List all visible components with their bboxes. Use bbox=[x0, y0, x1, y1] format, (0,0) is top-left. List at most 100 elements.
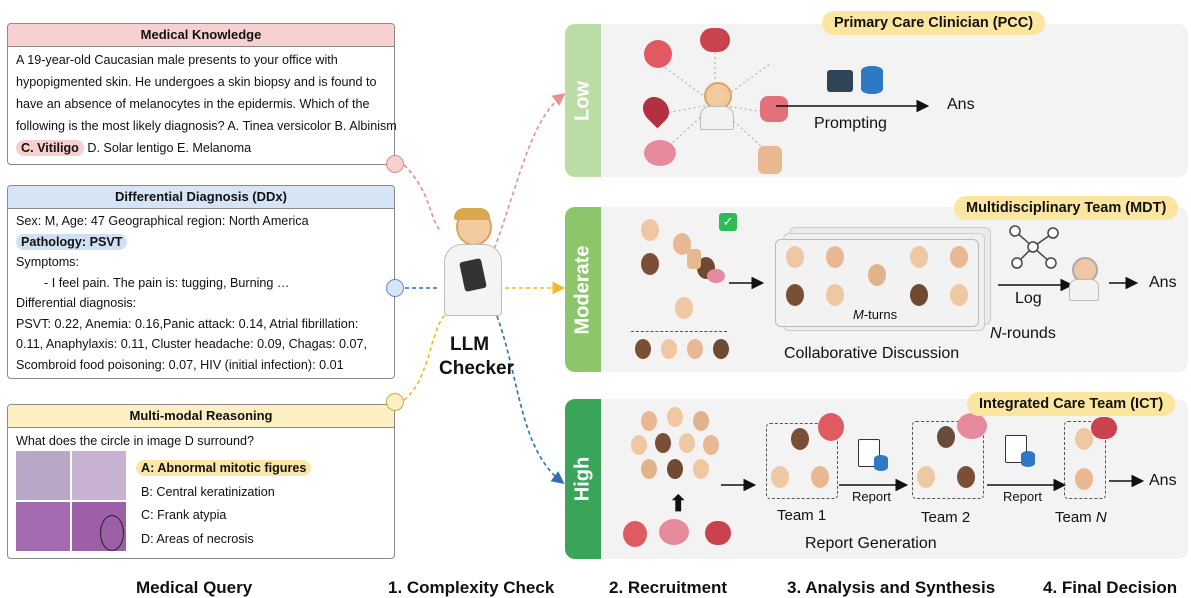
report-generation-label: Report Generation bbox=[805, 535, 937, 552]
team2-box bbox=[912, 421, 984, 499]
high-arrow-final bbox=[1109, 475, 1145, 487]
network-icon bbox=[1003, 221, 1063, 273]
llm-checker-label-1: LLM bbox=[450, 334, 490, 355]
report2-db-icon bbox=[1021, 451, 1035, 467]
high-arrow-1 bbox=[721, 479, 757, 491]
database-icon bbox=[861, 66, 883, 94]
high-tab: High bbox=[565, 399, 601, 559]
high-tab-label: High bbox=[571, 456, 594, 502]
knee-icon bbox=[758, 146, 782, 174]
ddx-symptoms-label: Symptoms: bbox=[16, 255, 79, 269]
check-icon: ✓ bbox=[719, 213, 737, 231]
mdt-doctor-icon bbox=[1069, 257, 1099, 301]
log-label: Log bbox=[1015, 290, 1042, 307]
moderate-ans: Ans bbox=[1149, 274, 1177, 291]
heart-icon bbox=[644, 40, 672, 68]
stage-recruitment: 2. Recruitment bbox=[609, 578, 728, 597]
red-curve-in bbox=[403, 164, 441, 231]
mm-option-b: B: Central keratinization bbox=[141, 484, 275, 499]
yellow-curve-in bbox=[403, 314, 446, 401]
low-panel: Low Prompting Ans bbox=[565, 24, 1188, 177]
monitor-icon bbox=[827, 70, 853, 92]
llm-checker-label-2: Checker bbox=[439, 358, 514, 379]
ddx-symptom: - I feel pain. The pain is: tugging, Bur… bbox=[44, 275, 290, 290]
brain-icon bbox=[644, 140, 676, 166]
team2-brain-icon bbox=[957, 413, 987, 439]
n-rounds-label: N-rounds bbox=[990, 325, 1056, 343]
n-rounds-var: N bbox=[990, 325, 1002, 342]
blue-curve-out bbox=[496, 315, 565, 484]
moderate-arrow-1 bbox=[729, 277, 765, 289]
red-curve-out bbox=[491, 93, 566, 256]
high-panel: High ⬆ Team 1 Report Team 2 bbox=[565, 399, 1188, 559]
answer-rest: D. Solar lentigo E. Melanoma bbox=[83, 141, 252, 155]
team1-label: Team 1 bbox=[777, 507, 827, 524]
report2-arrow bbox=[987, 479, 1067, 491]
teamn-box bbox=[1064, 421, 1106, 499]
recruited-team bbox=[639, 217, 729, 287]
team1-box bbox=[766, 423, 838, 499]
teamn-kidney-icon bbox=[1091, 417, 1117, 439]
team1-heart-icon bbox=[818, 413, 844, 441]
mm-correct-answer: A: Abnormal mitotic figures bbox=[136, 460, 312, 476]
teamn-label: Team N bbox=[1055, 509, 1107, 526]
high-kidney-icon bbox=[705, 521, 731, 545]
teamn-var: N bbox=[1095, 509, 1107, 526]
medical-knowledge-card: Medical Knowledge A 19-year-old Caucasia… bbox=[7, 23, 397, 165]
pcc-doctor-icon bbox=[700, 82, 734, 130]
high-ans: Ans bbox=[1149, 472, 1177, 489]
question-line-1: A 19-year-old Caucasian male presents to… bbox=[16, 53, 338, 67]
moderate-panel: Moderate ✓ M-turns bbox=[565, 207, 1188, 372]
pcc-hub bbox=[637, 28, 790, 174]
question-line-2: hypopigmented skin. He undergoes a skin … bbox=[16, 75, 377, 89]
mdt-badge: Multidisciplinary Team (MDT) bbox=[954, 196, 1179, 220]
n-rounds-rest: -rounds bbox=[1001, 325, 1056, 342]
prompting-arrow bbox=[776, 100, 930, 112]
stage-final-decision: 4. Final Decision bbox=[1043, 578, 1178, 597]
kidney-icon bbox=[700, 28, 730, 52]
report2-label: Report bbox=[1003, 489, 1043, 504]
low-tab: Low bbox=[565, 24, 601, 177]
team2-label: Team 2 bbox=[921, 509, 971, 526]
question-line-4: following is the most likely diagnosis? … bbox=[16, 119, 397, 133]
prompting-label: Prompting bbox=[814, 115, 887, 132]
doctor-crowd bbox=[631, 407, 721, 487]
report1-db-icon bbox=[874, 455, 888, 471]
log-arrow bbox=[998, 279, 1074, 291]
medical-knowledge-title: Medical Knowledge bbox=[8, 24, 394, 47]
report1-arrow bbox=[839, 479, 909, 491]
ict-badge: Integrated Care Team (ICT) bbox=[967, 392, 1176, 416]
ddx-title: Differential Diagnosis (DDx) bbox=[8, 186, 394, 209]
high-heart-icon bbox=[623, 521, 647, 547]
correct-answer: C. Vitiligo bbox=[16, 140, 84, 156]
mm-option-c: C: Frank atypia bbox=[141, 508, 227, 522]
ddx-diff-label: Differential diagnosis: bbox=[16, 296, 137, 310]
pcc-badge: Primary Care Clinician (PCC) bbox=[822, 11, 1046, 35]
stage-medical-query: Medical Query bbox=[136, 578, 253, 597]
collab-label: Collaborative Discussion bbox=[784, 345, 960, 362]
moderate-arrow-2 bbox=[1109, 277, 1139, 289]
multimodal-card: Multi-modal Reasoning What does the circ… bbox=[7, 404, 395, 559]
question-line-3: have an absence of melanocytes in the ep… bbox=[16, 97, 370, 111]
ddx-card: Differential Diagnosis (DDx) Sex: M, Age… bbox=[7, 185, 395, 379]
mm-option-d: D: Areas of necrosis bbox=[141, 531, 254, 546]
moderate-tab: Moderate bbox=[565, 207, 601, 372]
hierarchy-team bbox=[631, 297, 735, 367]
multimodal-question: What does the circle in image D surround… bbox=[16, 434, 254, 448]
low-tab-label: Low bbox=[571, 80, 594, 121]
discussion-box bbox=[775, 239, 979, 327]
high-brain-icon bbox=[659, 519, 689, 545]
m-turns-label: M-turns bbox=[853, 307, 897, 322]
ddx-demographics: Sex: M, Age: 47 Geographical region: Nor… bbox=[16, 214, 309, 228]
knowledge-connector bbox=[386, 155, 404, 173]
ddx-connector bbox=[386, 279, 404, 297]
ddx-diff-1: PSVT: 0.22, Anemia: 0.16,Panic attack: 0… bbox=[16, 316, 359, 331]
ddx-diff-3: Scombroid food poisoning: 0.07, HIV (ini… bbox=[16, 357, 344, 372]
low-ans: Ans bbox=[947, 96, 975, 113]
stage-analysis-synthesis: 3. Analysis and Synthesis bbox=[787, 578, 996, 597]
lungs-icon bbox=[760, 96, 788, 122]
teamn-prefix: Team bbox=[1055, 509, 1096, 526]
moderate-tab-label: Moderate bbox=[571, 245, 594, 334]
histology-image bbox=[16, 451, 126, 551]
